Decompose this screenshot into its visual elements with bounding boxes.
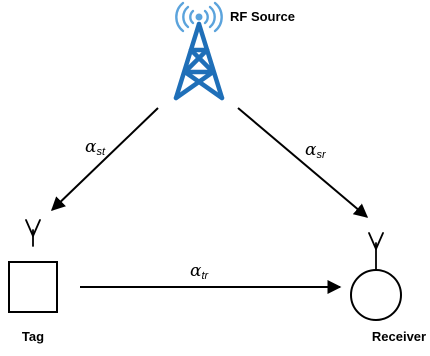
receiver-node: Receiver xyxy=(350,232,426,344)
receiver-label: Receiver xyxy=(372,329,426,344)
receiver-circle xyxy=(350,269,402,321)
alpha-tr-label: αtr xyxy=(190,261,210,282)
rf-source-node: RF Source xyxy=(173,1,295,101)
tag-box xyxy=(8,261,58,313)
rf-source-label: RF Source xyxy=(230,9,295,24)
alpha-sr-label: αsr xyxy=(305,140,327,161)
tag-antenna-icon xyxy=(25,219,41,247)
tag-label: Tag xyxy=(22,329,44,344)
alpha-st-label: αst xyxy=(85,137,106,158)
radio-tower-icon xyxy=(173,21,225,101)
tag-node: Tag xyxy=(8,219,58,344)
link-source-to-tag xyxy=(50,107,159,211)
link-source-to-receiver xyxy=(237,107,369,218)
broadcast-waves-icon xyxy=(175,1,223,33)
receiver-antenna-icon xyxy=(368,232,384,271)
